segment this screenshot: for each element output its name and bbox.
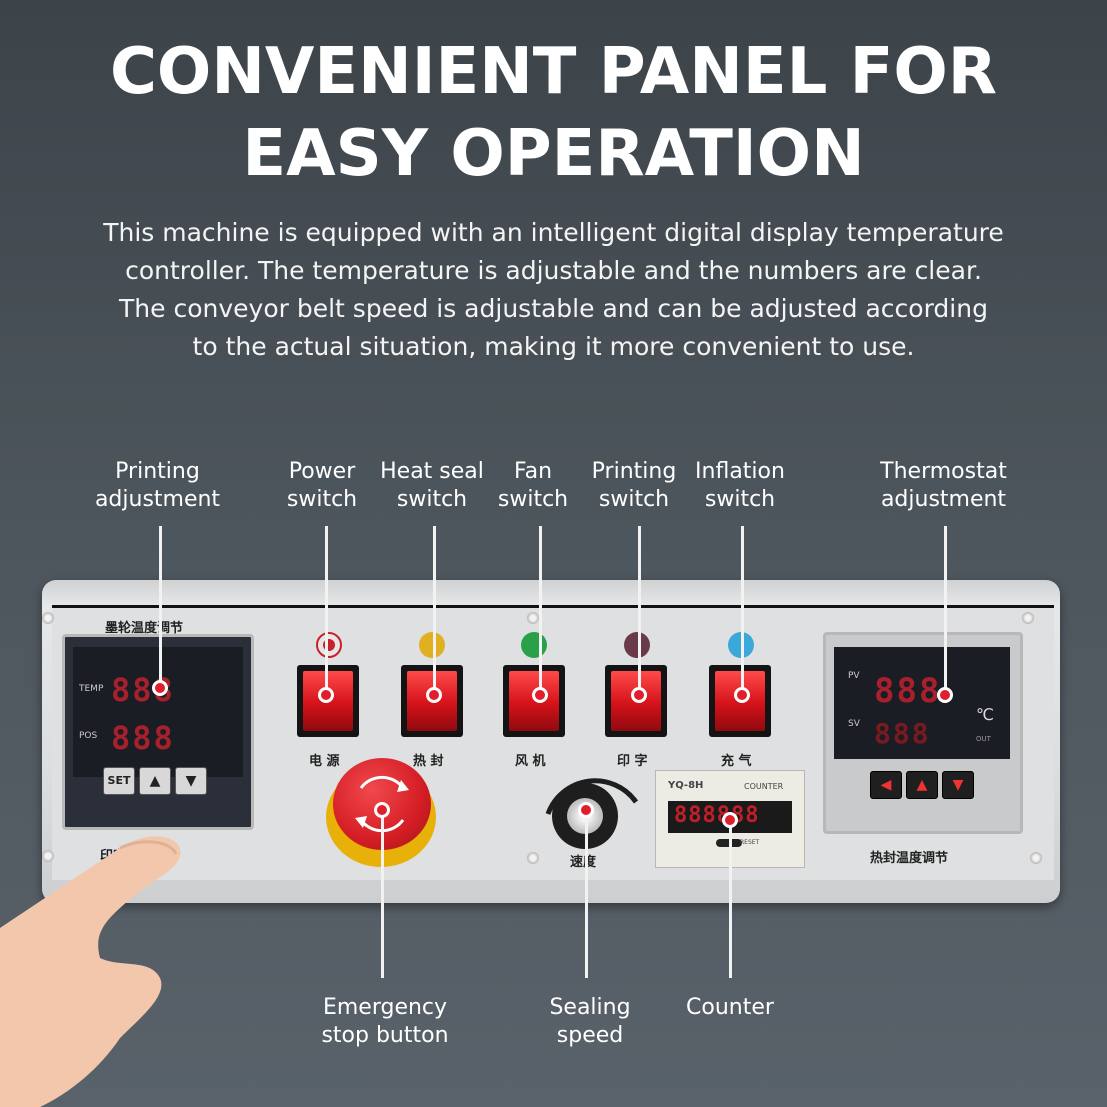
set-button[interactable]: SET [103, 767, 135, 795]
out-label: OUT [976, 735, 991, 743]
callout-dot [937, 687, 953, 703]
label-printing-switch: Printing switch [578, 458, 690, 514]
counter-model: YQ-8H [668, 780, 704, 791]
sv-display: 888 [874, 717, 931, 750]
callout-line [159, 526, 162, 688]
label-line: Fan [513, 459, 553, 484]
speed-label: 速度 [570, 855, 597, 870]
description-line: controller. The temperature is adjustabl… [125, 256, 982, 285]
callout-dot [426, 687, 442, 703]
printing-temp-controller: TEMP 888 POS 888 SET ▲ ▼ [62, 634, 254, 830]
pv-label: PV [848, 671, 860, 681]
up-arrow-button[interactable]: ▲ [139, 767, 171, 795]
description: This machine is equipped with an intelli… [60, 214, 1047, 366]
controller-screen [73, 647, 243, 777]
switch-label-inflate: 充 气 [721, 754, 752, 769]
callout-line [585, 810, 588, 978]
heat-seal-temp-controller: PV 888 SV 888 ℃ OUT ◀ ▲ ▼ [823, 632, 1023, 834]
description-line: The conveyor belt speed is adjustable an… [119, 294, 988, 323]
label-line: Thermostat [880, 459, 1007, 484]
pos-display: 888 [111, 719, 175, 757]
switch-label-heat: 热 封 [413, 754, 444, 769]
label-line: stop button [321, 1023, 449, 1048]
pos-label: POS [79, 731, 98, 741]
label-line: Emergency [322, 995, 448, 1020]
screw-icon [42, 850, 54, 862]
callout-line [539, 526, 542, 694]
callout-line [381, 810, 384, 978]
label-sealing-speed: Sealing speed [530, 994, 650, 1050]
callout-line [729, 820, 732, 978]
callout-dot [578, 802, 594, 818]
label-thermostat-adjustment: Thermostat adjustment [866, 458, 1021, 514]
label-line: Sealing [549, 995, 631, 1020]
controller-screen [834, 647, 1010, 759]
label-line: Power [288, 459, 356, 484]
counter-display: 888888 [674, 803, 760, 828]
label-line: switch [497, 487, 569, 512]
label-line: Printing [115, 459, 200, 484]
callout-line [638, 526, 641, 694]
power-icon [316, 632, 342, 658]
speed-arc-icon [545, 778, 639, 815]
label-line: switch [704, 487, 776, 512]
callout-line [741, 526, 744, 694]
screw-icon [1022, 612, 1034, 624]
label-line: switch [396, 487, 468, 512]
screw-icon [42, 612, 54, 624]
headline-line-2: EASY OPERATION [242, 117, 865, 191]
label-inflation-switch: Inflation switch [684, 458, 796, 514]
counter-label: COUNTER [744, 782, 784, 791]
screw-icon [527, 852, 539, 864]
switch-label-fan: 风 机 [515, 754, 546, 769]
callout-dot [152, 680, 168, 696]
label-fan-switch: Fan switch [478, 458, 588, 514]
label-line: Counter [686, 995, 774, 1020]
label-line: switch [598, 487, 670, 512]
pv-display: 888 [874, 671, 942, 711]
callout-dot [722, 812, 738, 828]
label-line: adjustment [880, 487, 1007, 512]
left-controller-header: 墨轮温度调节 [105, 621, 184, 636]
switch-label-print: 印 字 [617, 754, 648, 769]
callout-line [944, 526, 947, 694]
down-arrow-button[interactable]: ▼ [175, 767, 207, 795]
label-counter: Counter [670, 994, 790, 1022]
fan-icon [521, 632, 547, 658]
callout-dot [631, 687, 647, 703]
label-line: Printing [591, 459, 677, 484]
heat-icon [419, 632, 445, 658]
sv-label: SV [848, 719, 860, 729]
label-power-switch: Power switch [262, 458, 382, 514]
headline-line-1: CONVENIENT PANEL FOR [109, 35, 998, 109]
callout-line [325, 526, 328, 694]
callout-dot [734, 687, 750, 703]
down-arrow-button[interactable]: ▼ [942, 771, 974, 799]
label-line: Inflation [695, 459, 785, 484]
label-line: speed [556, 1023, 624, 1048]
up-arrow-button[interactable]: ▲ [906, 771, 938, 799]
callout-dot [318, 687, 334, 703]
label-line: switch [286, 487, 358, 512]
print-icon [624, 632, 650, 658]
screw-icon [527, 612, 539, 624]
temp-label: TEMP [79, 684, 104, 694]
callout-line [433, 526, 436, 694]
pointing-hand-icon [0, 836, 181, 1107]
switch-label-power: 电 源 [309, 754, 340, 769]
left-arrow-button[interactable]: ◀ [870, 771, 902, 799]
label-line: Heat seal [380, 459, 484, 484]
description-line: to the actual situation, making it more … [192, 332, 915, 361]
right-controller-footer: 热封温度调节 [870, 851, 949, 866]
label-heat-seal-switch: Heat seal switch [372, 458, 492, 514]
counter-reset-label: RESET [740, 839, 760, 846]
description-line: This machine is equipped with an intelli… [103, 218, 1004, 247]
callout-dot [374, 802, 390, 818]
label-line: adjustment [94, 487, 221, 512]
callout-dot [532, 687, 548, 703]
label-emergency-stop: Emergency stop button [300, 994, 470, 1050]
unit-label: ℃ [976, 705, 994, 724]
label-printing-adjustment: Printing adjustment [80, 458, 235, 514]
screw-icon [1030, 852, 1042, 864]
